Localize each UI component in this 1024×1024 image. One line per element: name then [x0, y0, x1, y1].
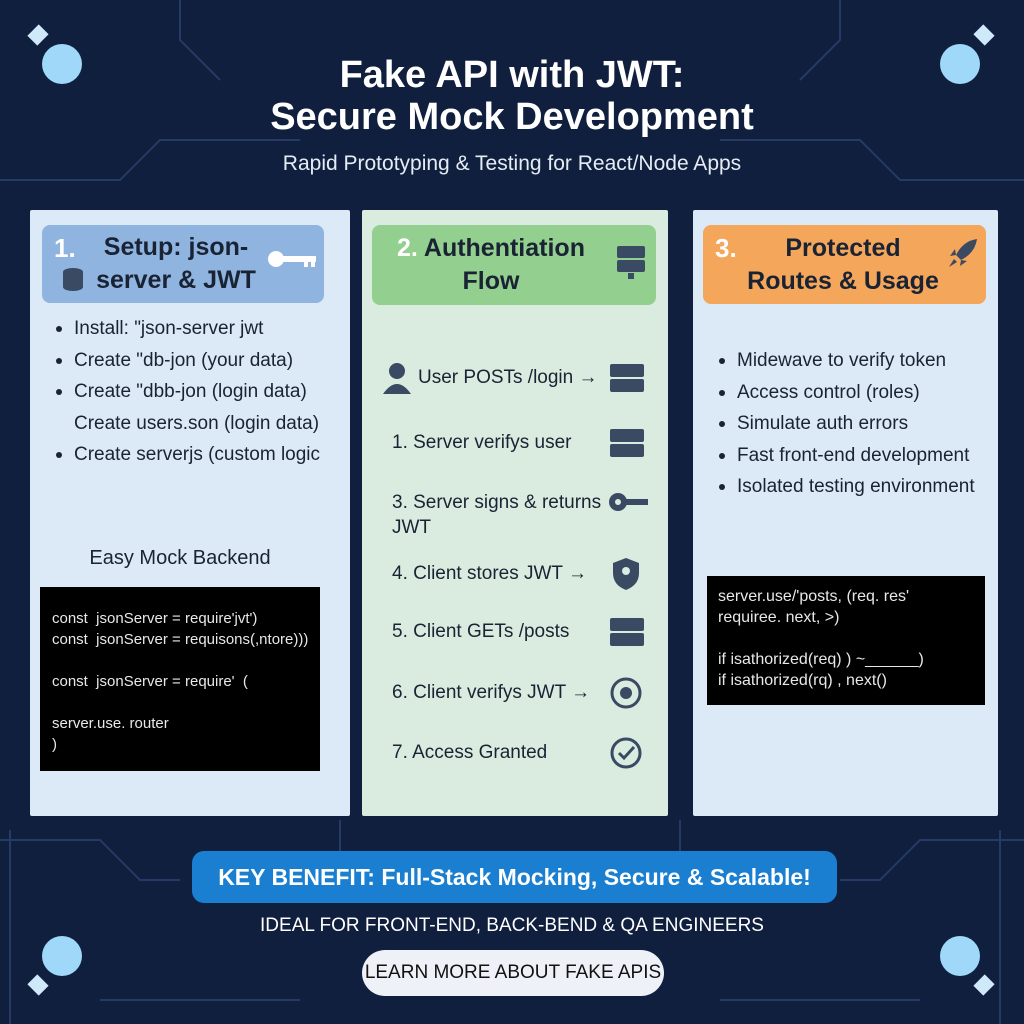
- step-number: 3.: [715, 233, 737, 263]
- flow-step: 7. Access Granted: [362, 737, 668, 769]
- flow-step: 6. Client verifys JWT →: [362, 677, 668, 709]
- panel-title-1: Protected: [785, 234, 901, 262]
- list-item: Create users.son (login data): [74, 412, 320, 434]
- panel-title-2: Flow: [462, 267, 520, 295]
- usage-list: Midewave to verify token Access control …: [717, 345, 975, 503]
- flow-step: User POSTs /login →: [362, 362, 668, 394]
- server-icon: [610, 618, 644, 646]
- checkmark-circle-icon: [610, 737, 642, 769]
- list-item: Fast front-end development: [717, 440, 975, 472]
- database-icon: [63, 268, 83, 291]
- key-icon: [609, 493, 648, 511]
- lightbulb-icon: [940, 936, 995, 996]
- flow-step: 3. Server signs & returns JWT: [362, 490, 668, 540]
- code-line: if isathorized(req) ) ~______): [718, 651, 924, 668]
- flow-step-label: 5. Client GETs /posts: [392, 621, 570, 642]
- lightbulb-icon: [27, 936, 82, 996]
- panel-header: 2. Authentiation Flow: [372, 225, 656, 305]
- flow-step: 5. Client GETs /posts: [362, 617, 668, 647]
- flow-step-label: 1. Server verifys user: [392, 432, 572, 453]
- lightbulb-icon: [27, 24, 82, 84]
- code-line: requiree. next, >): [718, 609, 840, 626]
- flow-step-label: 6. Client verifys JWT →: [392, 682, 591, 703]
- list-item: Create serverjs (custom logic: [54, 439, 320, 471]
- panel-title-1: Authentiation: [423, 234, 585, 262]
- flow-step-label: 4. Client stores JWT →: [392, 563, 587, 584]
- panel-title-2: Routes & Usage: [747, 267, 939, 295]
- list-item: Create "dbb-jon (login data): [54, 376, 320, 408]
- panel-title-2: server & JWT: [96, 266, 256, 294]
- panel-header: 3. Protected Routes & Usage: [703, 225, 986, 304]
- step-number: 2.: [397, 234, 418, 262]
- code-block: server.use/'posts, (req. res' requiree. n…: [707, 576, 985, 705]
- list-item: Simulate auth errors: [717, 408, 975, 440]
- code-line: const jsonServer = requisons(,ntore))): [52, 631, 309, 648]
- shield-lock-icon: [613, 558, 639, 590]
- flow-step-label: 7. Access Granted: [392, 742, 548, 763]
- step-number: 1.: [54, 233, 76, 263]
- list-item: Create "db-jon (your data): [54, 345, 320, 377]
- flow-step: 1. Server verifys user: [362, 428, 668, 458]
- key-benefit-banner: KEY BENEFIT: Full-Stack Mocking, Secure …: [192, 851, 837, 903]
- panel-setup: 1. Setup: json- server & JWT Install: "j…: [30, 210, 350, 816]
- audience-text: IDEAL FOR FRONT-END, BACK-BEND & QA ENGI…: [260, 915, 764, 936]
- rocket-icon: [949, 239, 977, 267]
- key-icon: [268, 251, 316, 267]
- list-item: Isolated testing environment: [717, 471, 975, 503]
- code-line: server.use. router: [52, 715, 169, 732]
- code-line: const jsonServer = require' (: [52, 673, 248, 690]
- flow-step-label: User POSTs /login →: [418, 367, 598, 388]
- server-icon: [610, 364, 644, 392]
- code-block: const jsonServer = require'jvt') const js…: [40, 587, 320, 771]
- title-line-1: Fake API with JWT:: [339, 54, 685, 96]
- user-icon: [383, 363, 411, 394]
- panel-header: 1. Setup: json- server & JWT: [42, 225, 324, 303]
- list-item: Install: "json-server jwt: [54, 313, 320, 345]
- server-icon: [617, 246, 645, 279]
- shield-check-icon: [610, 677, 642, 709]
- flow-step: 4. Client stores JWT →: [362, 557, 668, 591]
- panel-protected-routes: 3. Protected Routes & Usage Midewave to …: [693, 210, 998, 816]
- code-line: ): [52, 736, 57, 753]
- code-line: server.use/'posts, (req. res': [718, 588, 910, 605]
- panel-title-1: Setup: json-: [103, 233, 249, 261]
- subtitle: Rapid Prototyping & Testing for React/No…: [282, 152, 742, 175]
- list-item: Access control (roles): [717, 377, 975, 409]
- panel-caption: Easy Mock Backend: [89, 547, 271, 569]
- server-icon: [610, 429, 644, 457]
- flow-step-label: 3. Server signs & returns JWT: [392, 492, 602, 538]
- lightbulb-icon: [940, 24, 995, 84]
- title-line-2: Secure Mock Development: [270, 96, 754, 138]
- panel-auth-flow: 2. Authentiation Flow User POSTs /login …: [362, 210, 668, 816]
- code-line: const jsonServer = require'jvt'): [52, 610, 258, 627]
- code-line: if isathorized(rq) , next(): [718, 672, 887, 689]
- list-item: Midewave to verify token: [717, 345, 975, 377]
- setup-list: Install: "json-server jwt Create "db-jon…: [54, 313, 320, 471]
- learn-more-button[interactable]: LEARN MORE ABOUT FAKE APIS: [362, 950, 664, 996]
